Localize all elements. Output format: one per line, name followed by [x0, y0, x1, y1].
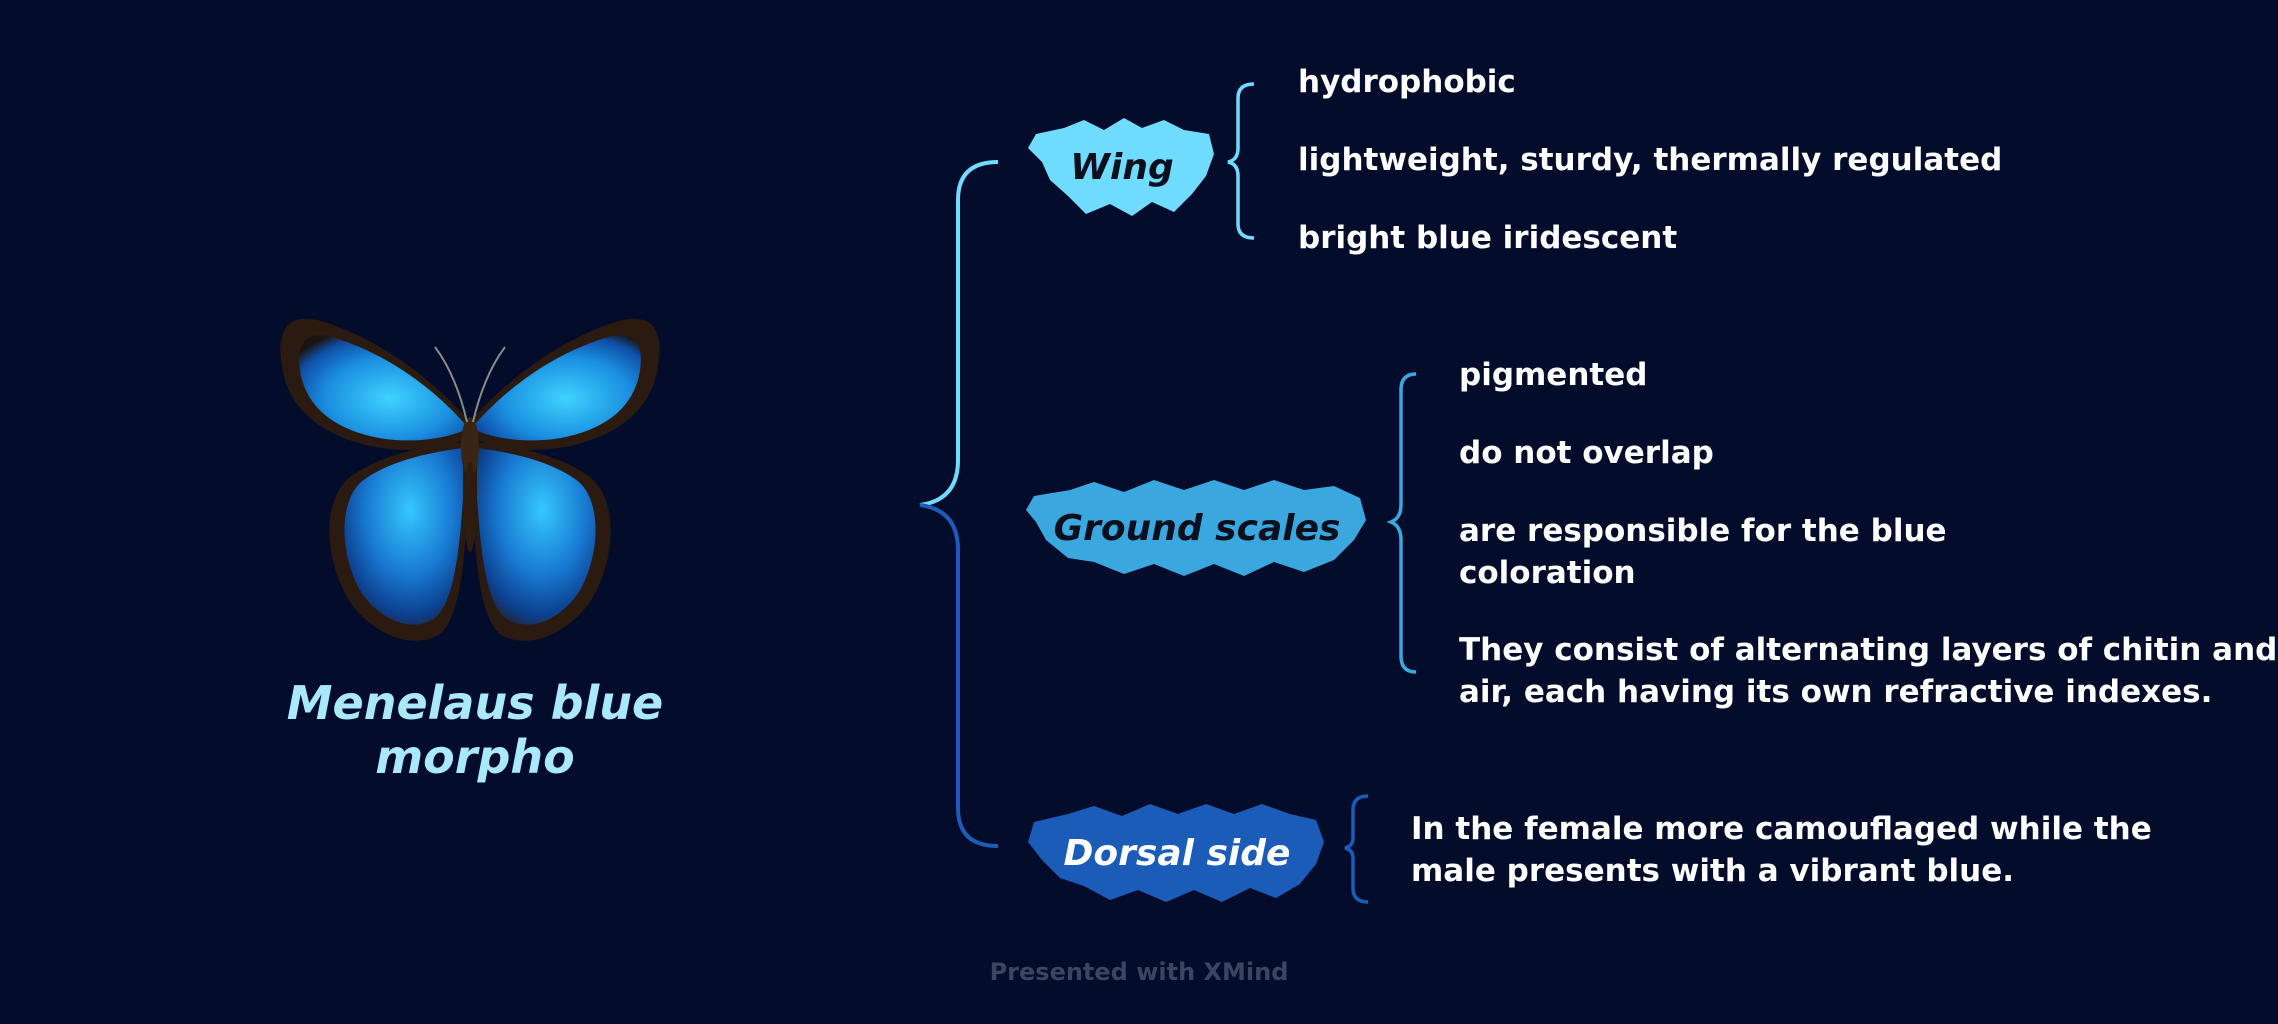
leaf-line: air, each having its own refractive inde… — [1459, 674, 2213, 710]
leaf-hydrophobic[interactable]: hydrophobic — [1298, 64, 1516, 100]
leaf-pigmented[interactable]: pigmented — [1459, 357, 1648, 393]
butterfly-image — [280, 318, 660, 641]
leaf-line: They consist of alternating layers of ch… — [1459, 632, 2278, 668]
brush-shape — [1028, 118, 1214, 216]
leaf-dorsal-description[interactable]: In the female more camouflaged while the… — [1411, 808, 2152, 892]
leaf-iridescent[interactable]: bright blue iridescent — [1298, 220, 1678, 256]
topic-label: Wing — [1070, 146, 1174, 188]
leaf-layers[interactable]: They consist of alternating layers of ch… — [1459, 629, 2277, 713]
leaf-blue-coloration[interactable]: are responsible for the blue coloration — [1459, 510, 1947, 594]
brush-shape — [1028, 804, 1324, 902]
footer-credit: Presented with XMind — [989, 958, 1289, 986]
topic-label: Ground scales — [1053, 507, 1341, 549]
leaf-line: In the female more camouflaged while the — [1411, 811, 2152, 847]
topic-label: Dorsal side — [1063, 832, 1291, 874]
leaf-line: coloration — [1459, 555, 1636, 591]
brush-shape — [1026, 480, 1366, 576]
topic-wing[interactable]: Wing — [1024, 114, 1220, 220]
topic-ground-scales[interactable]: Ground scales — [1024, 474, 1370, 582]
leaf-line: are responsible for the blue — [1459, 513, 1947, 549]
leaf-lightweight[interactable]: lightweight, sturdy, thermally regulated — [1298, 142, 2003, 178]
topic-dorsal-side[interactable]: Dorsal side — [1024, 798, 1330, 908]
root-title[interactable]: Menelaus blue morpho — [286, 676, 664, 784]
leaf-no-overlap[interactable]: do not overlap — [1459, 435, 1714, 471]
leaf-line: male presents with a vibrant blue. — [1411, 853, 2015, 889]
